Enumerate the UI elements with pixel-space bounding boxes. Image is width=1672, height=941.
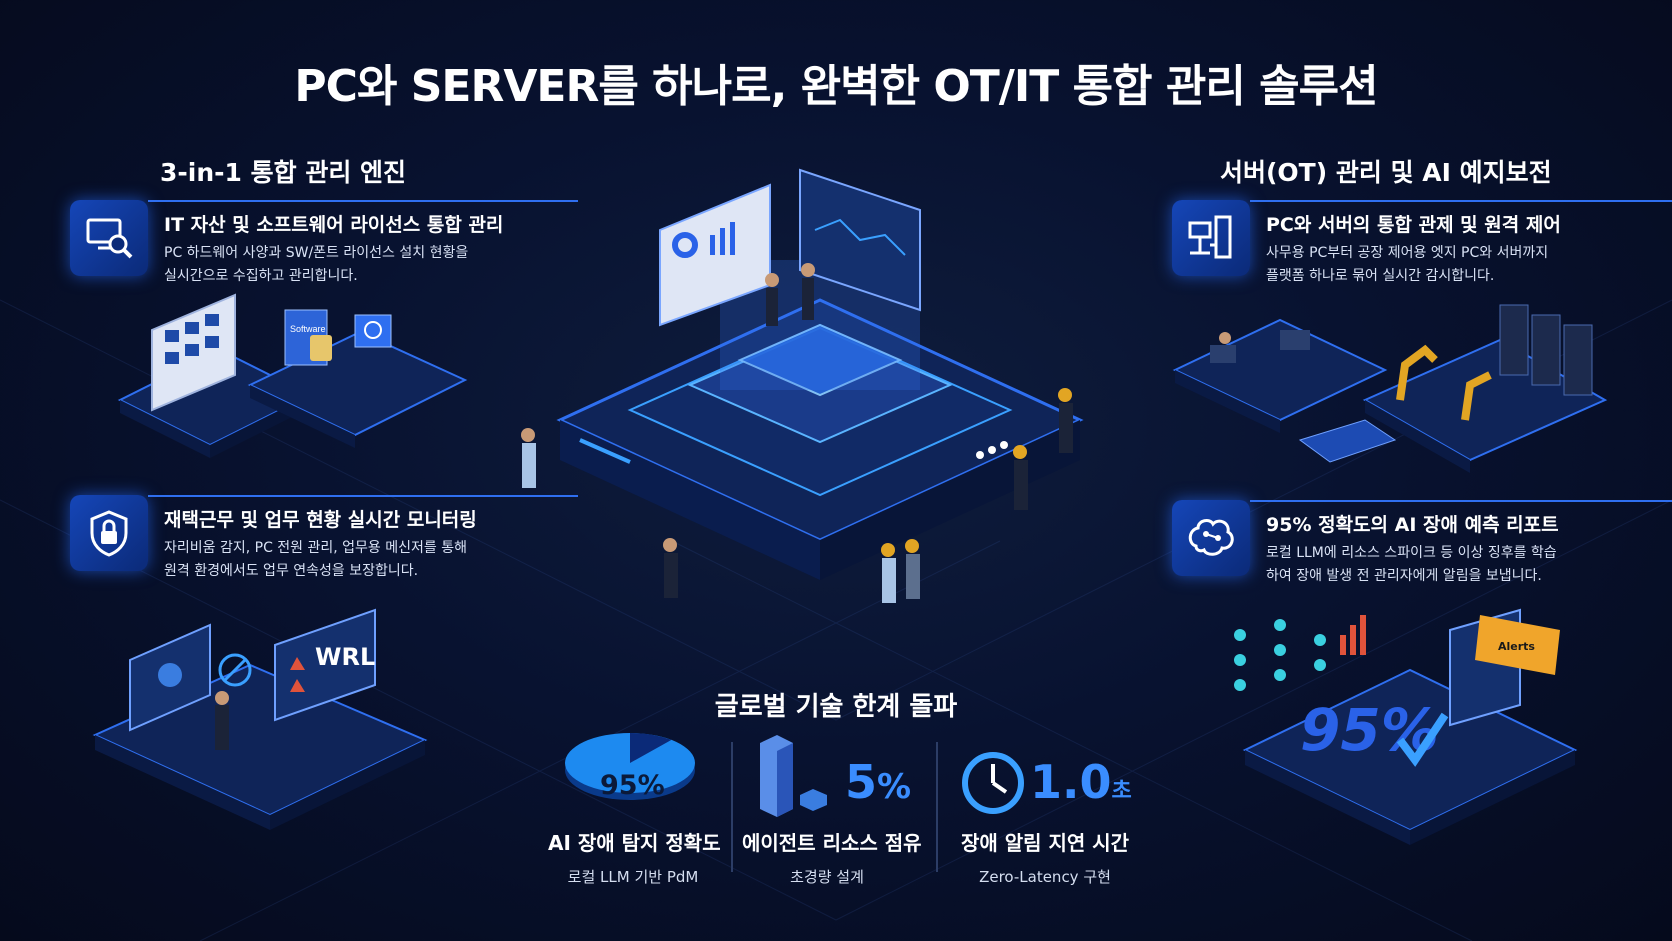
clock-icon bbox=[962, 752, 1024, 814]
card-description: PC 하드웨어 사양과 SW/폰트 라이선스 설치 현황을 실시간으로 수집하고… bbox=[164, 245, 469, 284]
card-title: 재택근무 및 업무 현황 실시간 모니터링 bbox=[164, 509, 477, 531]
stat-label: 에이전트 리소스 점유 bbox=[742, 831, 922, 855]
shield-lock-icon bbox=[70, 495, 148, 571]
card-title: 95% 정확도의 AI 장애 예측 리포트 bbox=[1266, 514, 1559, 536]
software-box-label: Software bbox=[290, 324, 326, 334]
it-asset-illustration: Software bbox=[117, 293, 468, 458]
page-title: PC와 SERVER를 하나로, 완벽한 OT/IT 통합 관리 솔루션 bbox=[294, 61, 1378, 112]
breakthrough-title: 글로벌 기술 한계 돌파 bbox=[714, 692, 958, 722]
central-platform-illustration bbox=[556, 168, 1084, 580]
alert-label: Alerts bbox=[1498, 640, 1535, 653]
card-description: 자리비움 감지, PC 전원 관리, 업무용 메신저를 통해 원격 환경에서도 … bbox=[164, 540, 467, 579]
accuracy-pie-chart bbox=[565, 733, 695, 800]
stat-label: 장애 알림 지연 시간 bbox=[960, 831, 1130, 855]
resource-bar-icon bbox=[760, 735, 827, 817]
accuracy-value: 95% bbox=[600, 770, 665, 801]
card-title: IT 자산 및 소프트웨어 라이선스 통합 관리 bbox=[164, 214, 504, 236]
stat-resource: 에이전트 리소스 점유 초경량 설계 bbox=[742, 827, 922, 887]
ai-report-illustration: Alerts 95% bbox=[1234, 608, 1578, 845]
resource-value: 5% bbox=[845, 755, 912, 809]
remote-work-illustration: WRL bbox=[92, 608, 428, 830]
stat-label: AI 장애 탐지 정확도 bbox=[548, 831, 721, 855]
latency-value: 1.0초 bbox=[1030, 755, 1132, 809]
factory-illustration bbox=[1172, 304, 1608, 473]
stat-divider bbox=[731, 742, 733, 872]
stat-divider bbox=[936, 742, 938, 872]
left-section-title: 3-in-1 통합 관리 엔진 bbox=[160, 158, 407, 187]
card-title: PC와 서버의 통합 관제 및 원격 제어 bbox=[1266, 214, 1561, 236]
card-description: 사무용 PC부터 공장 제어용 엣지 PC와 서버까지 플랫폼 하나로 묶어 실… bbox=[1266, 245, 1549, 284]
card-divider bbox=[148, 495, 578, 497]
stat-sub: 초경량 설계 bbox=[790, 868, 864, 886]
right-section-title: 서버(OT) 관리 및 AI 예지보전 bbox=[1220, 158, 1552, 187]
card-integrated-control: PC와 서버의 통합 관제 및 원격 제어 사무용 PC부터 공장 제어용 엣지… bbox=[1172, 200, 1672, 284]
card-it-asset: IT 자산 및 소프트웨어 라이선스 통합 관리 PC 하드웨어 사양과 SW/… bbox=[70, 200, 578, 284]
card-ai-prediction: 95% 정확도의 AI 장애 예측 리포트 로컬 LLM에 리소스 스파이크 등… bbox=[1172, 500, 1672, 584]
card-divider bbox=[1250, 200, 1672, 202]
card-description: 로컬 LLM에 리소스 스파이크 등 이상 징후를 학습 하여 장애 발생 전 … bbox=[1266, 545, 1557, 584]
network-server-icon bbox=[1172, 200, 1250, 276]
stat-latency: 장애 알림 지연 시간 Zero-Latency 구현 bbox=[950, 827, 1140, 887]
ai-brain-icon bbox=[1172, 500, 1250, 576]
engineers-illustration bbox=[521, 388, 1073, 603]
card-remote-monitoring: 재택근무 및 업무 현황 실시간 모니터링 자리비움 감지, PC 전원 관리,… bbox=[70, 495, 578, 579]
card-divider bbox=[1250, 500, 1672, 502]
wrl-label: WRL bbox=[315, 643, 375, 671]
monitor-search-icon bbox=[70, 200, 148, 276]
stat-sub: 로컬 LLM 기반 PdM bbox=[567, 868, 699, 886]
stat-accuracy: AI 장애 탐지 정확도 로컬 LLM 기반 PdM bbox=[548, 827, 721, 887]
card-divider bbox=[148, 200, 578, 202]
stat-sub: Zero-Latency 구현 bbox=[979, 868, 1111, 886]
